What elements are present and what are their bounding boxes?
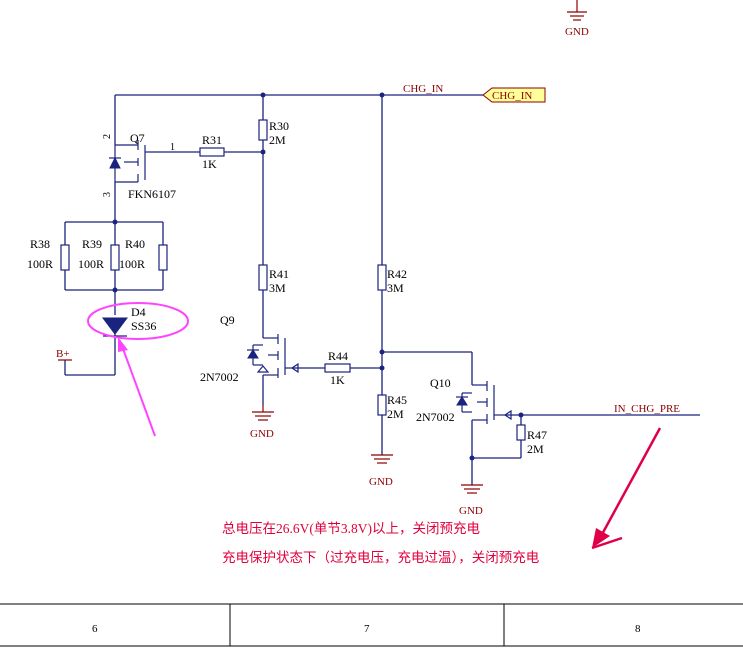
annotation-note-1: 总电压在26.6V(单节3.8V)以上，关闭预充电 [222,521,480,536]
d4-highlight-ellipse [87,302,189,340]
r31-resistor: R31 1K [199,133,225,171]
column-number-8: 8 [635,623,641,635]
column-number-7: 7 [364,623,370,635]
r40-resistor: R40 100R [119,237,168,271]
r30-resistor: R30 2M [258,119,289,147]
r44-ref: R44 [328,349,348,363]
d4-ref: D4 [131,305,146,319]
gnd-label-q10: GND [459,505,483,517]
r42-value: 3M [387,281,404,295]
gnd-symbol-q10: GND [459,484,483,517]
title-block-strip: 6 7 8 [0,603,743,647]
b-plus-label: B+ [56,348,70,360]
r39-ref: R39 [82,237,102,251]
q10-value: 2N7002 [416,410,455,424]
r30-value: 2M [269,133,286,147]
r39-value: 100R [78,257,104,271]
d4-diode: D4 SS36 [87,302,189,340]
q7-pin-drain: 2 [102,134,113,139]
r45-value: 2M [387,407,404,421]
r44-value: 1K [330,373,345,387]
r41-value: 3M [269,281,286,295]
gnd-symbol-top: GND [565,0,589,38]
q7-ref: Q7 [130,131,145,145]
r47-value: 2M [527,442,544,456]
in-chg-pre-label: IN_CHG_PRE [614,403,680,415]
r41-ref: R41 [269,267,289,281]
gnd-symbol-q9: GND [250,405,274,440]
r38-value: 100R [27,257,53,271]
note-arrow [591,427,662,550]
r45-ref: R45 [387,393,407,407]
gnd-label-r45: GND [369,476,393,488]
q10-mosfet: Q10 2N7002 [416,376,512,424]
r38-resistor: R38 100R [27,237,70,271]
q9-value: 2N7002 [200,370,239,384]
r30-ref: R30 [269,119,289,133]
r31-value: 1K [202,157,217,171]
gnd-label-top: GND [565,26,589,38]
q7-pin-source: 3 [102,192,113,197]
r42-ref: R42 [387,267,407,281]
r41-resistor: R41 3M [258,264,289,295]
r44-resistor: R44 1K [324,349,351,387]
gnd-symbol-r45: GND [369,454,393,488]
chg-in-port-label: CHG_IN [492,90,532,102]
r47-ref: R47 [527,428,547,442]
q7-value: FKN6107 [128,187,176,201]
junctions [112,92,524,461]
r45-resistor: R45 2M [377,393,407,421]
r39-resistor: R39 100R [78,237,120,271]
chg-in-net: CHG_IN CHG_IN [403,83,546,103]
chg-in-net-label: CHG_IN [403,83,443,95]
r42-resistor: R42 3M [377,264,407,295]
r40-ref: R40 [125,237,145,251]
q9-mosfet: Q9 2N7002 [200,313,299,384]
r38-ref: R38 [30,237,50,251]
q9-ref: Q9 [220,313,235,327]
q7-pin-gate: 1 [170,142,175,153]
r47-resistor: R47 2M [516,424,547,456]
r40-value: 100R [119,257,145,271]
b-plus-net: B+ [56,348,72,361]
r31-ref: R31 [202,133,222,147]
chg-in-port [482,87,546,103]
q10-ref: Q10 [430,376,451,390]
q7-mosfet: Q7 FKN6107 1 2 3 [102,131,176,201]
d4-highlight-arrow [118,337,156,437]
column-number-6: 6 [92,623,98,635]
gnd-label-q9: GND [250,428,274,440]
annotation-note-2: 充电保护状态下（过充电压，充电过温），关闭预充电 [222,550,539,565]
d4-value: SS36 [131,319,156,333]
